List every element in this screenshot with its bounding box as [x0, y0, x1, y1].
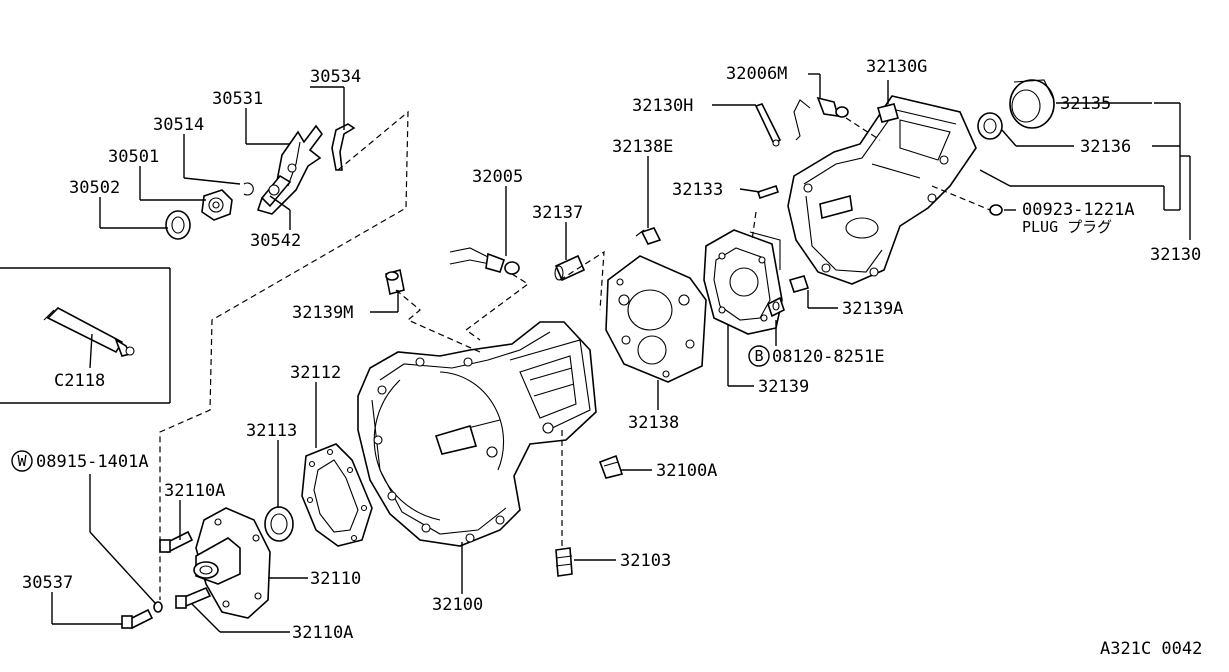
label-08915-1401A: 08915-1401A	[36, 452, 149, 472]
label-32130G: 32130G	[866, 57, 927, 77]
label-32110A-bottom: 32110A	[292, 623, 353, 643]
clip-30514	[243, 182, 254, 196]
label-32005: 32005	[472, 167, 523, 187]
diagram-id: A321C 0042	[1100, 639, 1202, 659]
label-32138E: 32138E	[612, 137, 673, 157]
label-00923-1221A: 00923-1221A	[1022, 200, 1135, 220]
plug-00923	[989, 204, 1003, 216]
leader-lines	[51, 73, 1191, 633]
part-labels: 30534 30531 30514 30501 30502 30542 C211…	[22, 57, 1202, 659]
transmission-case-32100	[357, 321, 597, 547]
plug-32139M	[385, 268, 405, 296]
label-32103: 32103	[620, 551, 671, 571]
drain-plug-32103	[555, 547, 573, 577]
label-32138: 32138	[628, 413, 679, 433]
label-32100A: 32100A	[656, 461, 717, 481]
grease-tube-icon	[43, 307, 135, 357]
sensor-32005	[449, 247, 520, 275]
seal-32136	[977, 112, 1003, 140]
w-symbol-text: W	[17, 452, 27, 470]
label-32110: 32110	[310, 569, 361, 589]
dowel-32133	[756, 184, 780, 200]
b-symbol-badge: B	[748, 345, 770, 367]
label-32139M: 32139M	[292, 303, 353, 323]
bushing-32135	[1009, 79, 1055, 129]
label-c2118: C2118	[54, 371, 105, 391]
bolt-08120	[767, 296, 785, 318]
b-symbol-text: B	[754, 347, 763, 365]
c2118-inset-box	[0, 267, 171, 404]
bolt-32139A	[788, 275, 810, 293]
pivot-30501	[201, 189, 233, 221]
bolt-32110A-bottom	[175, 586, 212, 609]
label-32113: 32113	[246, 421, 297, 441]
label-32100: 32100	[432, 595, 483, 615]
front-cover-32110	[193, 507, 271, 619]
label-32006M: 32006M	[726, 64, 787, 84]
w-symbol-badge: W	[11, 450, 33, 472]
label-30531: 30531	[212, 89, 263, 109]
label-32137: 32137	[532, 203, 583, 223]
label-32112: 32112	[290, 363, 341, 383]
label-30537: 30537	[22, 573, 73, 593]
label-30514: 30514	[153, 115, 204, 135]
label-32110A-top: 32110A	[164, 481, 225, 501]
adapter-plate-32138	[605, 255, 707, 383]
label-08120-8251E: 08120-8251E	[772, 347, 885, 367]
label-30501: 30501	[108, 147, 159, 167]
plug-32100A	[598, 454, 624, 479]
boot-30502	[165, 210, 191, 240]
bolt-32130G	[877, 103, 899, 123]
label-32130H: 32130H	[632, 96, 693, 116]
dashed-guides	[159, 110, 991, 600]
bolt-30537	[121, 608, 154, 630]
label-30542: 30542	[250, 231, 301, 251]
oil-seal-32113	[264, 506, 294, 542]
bolt-32130H	[754, 103, 782, 147]
pin-32138E	[635, 227, 662, 245]
label-32139A: 32139A	[842, 299, 903, 319]
rear-extension-32130	[787, 95, 977, 285]
bolt-32110A-top	[159, 530, 194, 554]
label-32136: 32136	[1080, 137, 1131, 157]
label-30534: 30534	[310, 67, 361, 87]
washer-08915	[153, 601, 163, 613]
gasket-32139	[703, 229, 783, 335]
label-plug: PLUG プラグ	[1022, 218, 1112, 236]
label-32139: 32139	[758, 377, 809, 397]
switch-32137	[554, 254, 586, 282]
label-32135: 32135	[1060, 94, 1111, 114]
label-30502: 30502	[69, 178, 120, 198]
gasket-32112	[301, 443, 373, 547]
label-32130: 32130	[1150, 245, 1201, 265]
speedometer-32006M	[793, 96, 849, 141]
label-32133: 32133	[672, 180, 723, 200]
